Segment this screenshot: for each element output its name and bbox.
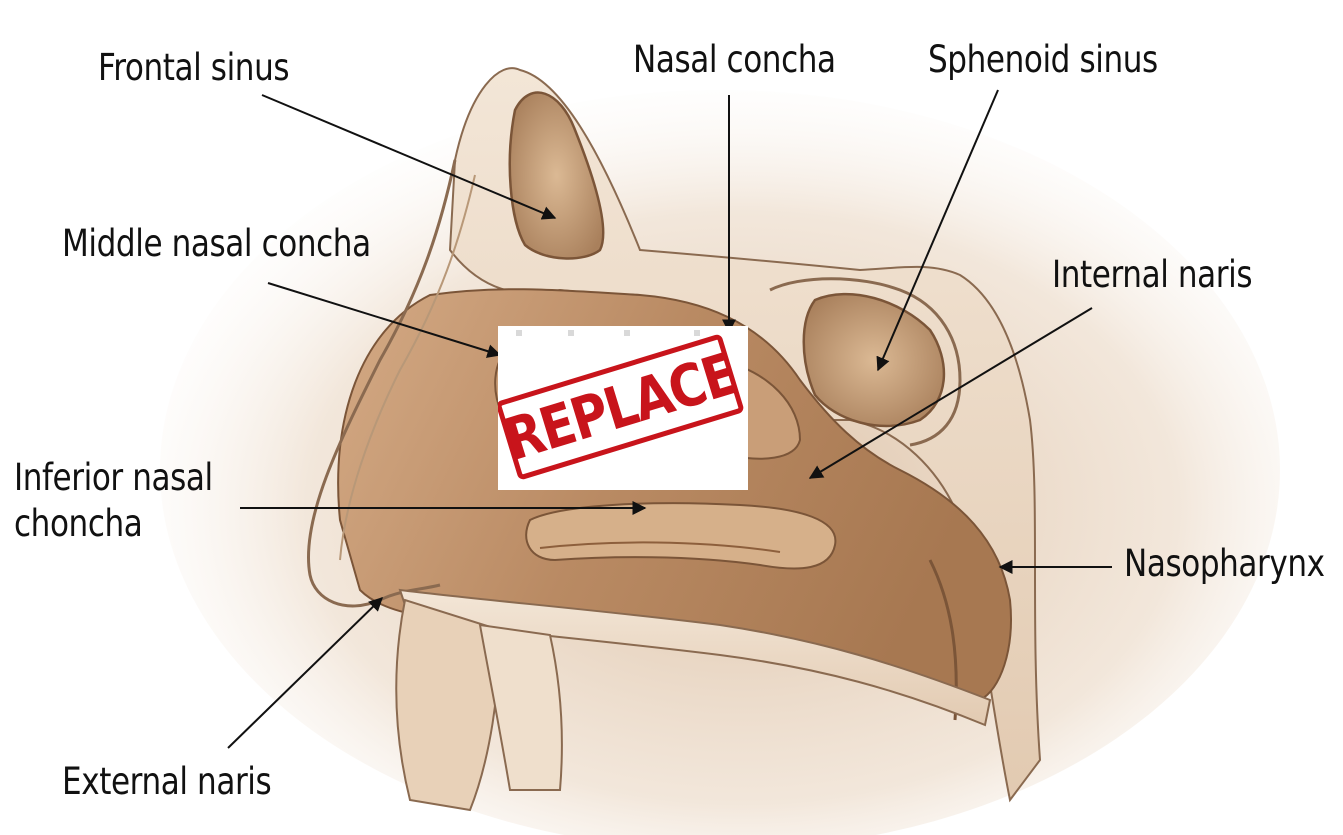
label-internal-naris: Internal naris [1052, 255, 1252, 295]
watermark-dot [516, 330, 522, 336]
label-middle-nasal-concha: Middle nasal concha [62, 224, 371, 264]
label-sphenoid-sinus: Sphenoid sinus [928, 40, 1158, 80]
label-external-naris: External naris [62, 762, 271, 802]
label-nasopharynx: Nasopharynx [1124, 544, 1325, 584]
label-nasal-concha: Nasal concha [633, 40, 836, 80]
replace-stamp: REPLACE [498, 333, 745, 480]
label-inferior-nasal-concha-line1: Inferior nasal [14, 458, 213, 498]
label-inferior-nasal-concha-line2: choncha [14, 504, 142, 544]
replace-stamp-text: REPLACE [498, 340, 744, 475]
watermark-dot [568, 330, 574, 336]
replace-stamp-overlay: REPLACE [498, 326, 748, 490]
label-frontal-sinus: Frontal sinus [98, 48, 289, 88]
inferior-concha-shape [526, 503, 835, 568]
watermark-dot [694, 330, 700, 336]
watermark-dot [624, 330, 630, 336]
